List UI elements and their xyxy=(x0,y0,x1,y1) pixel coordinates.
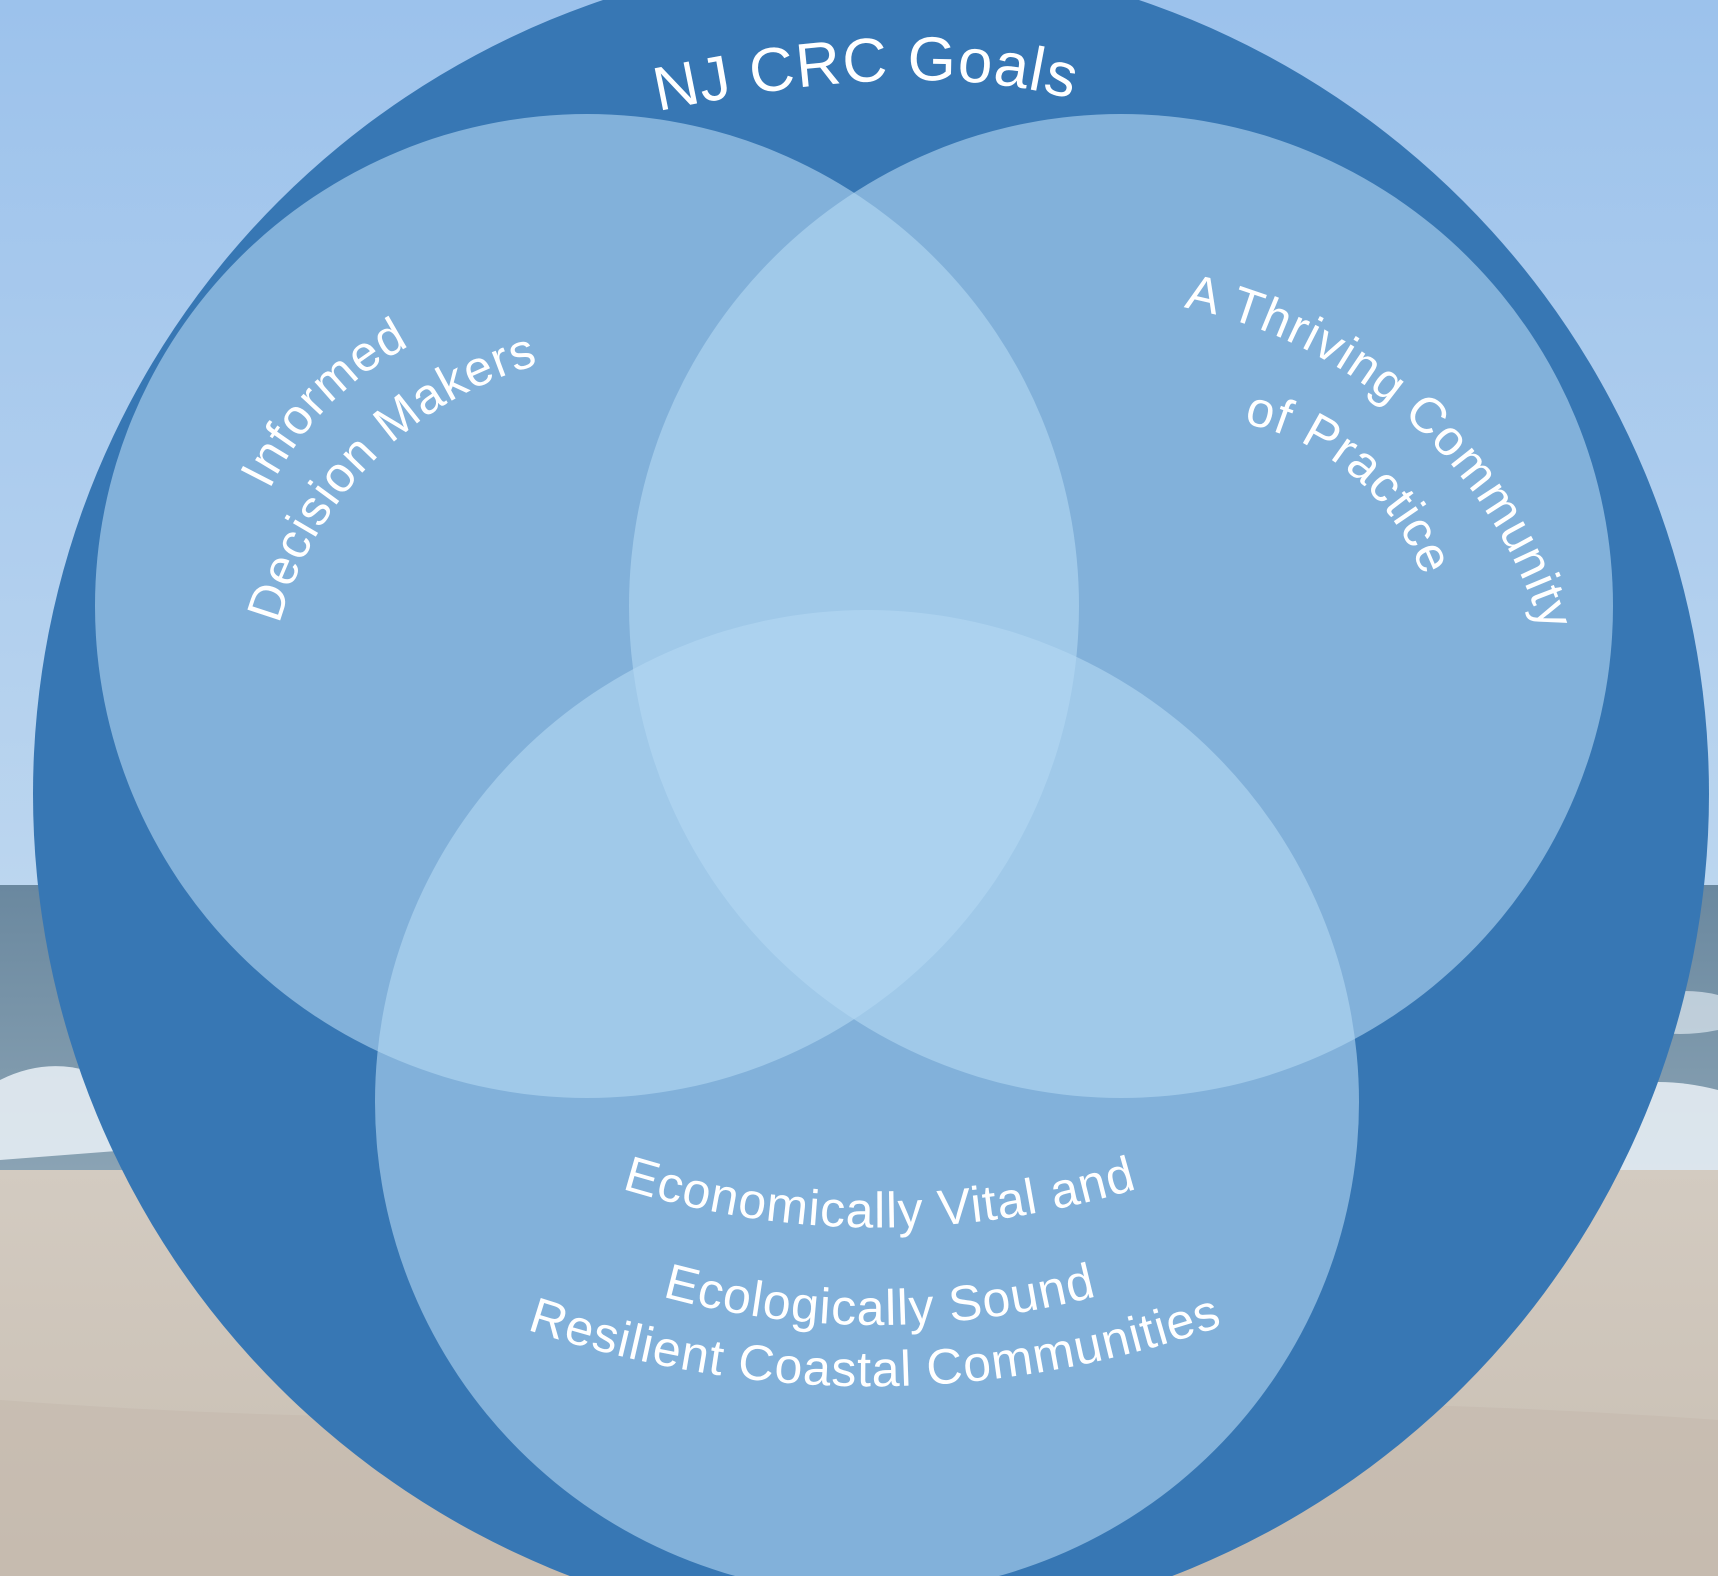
venn-circles xyxy=(95,114,1613,1576)
venn-circle-resilient-communities xyxy=(375,610,1359,1576)
